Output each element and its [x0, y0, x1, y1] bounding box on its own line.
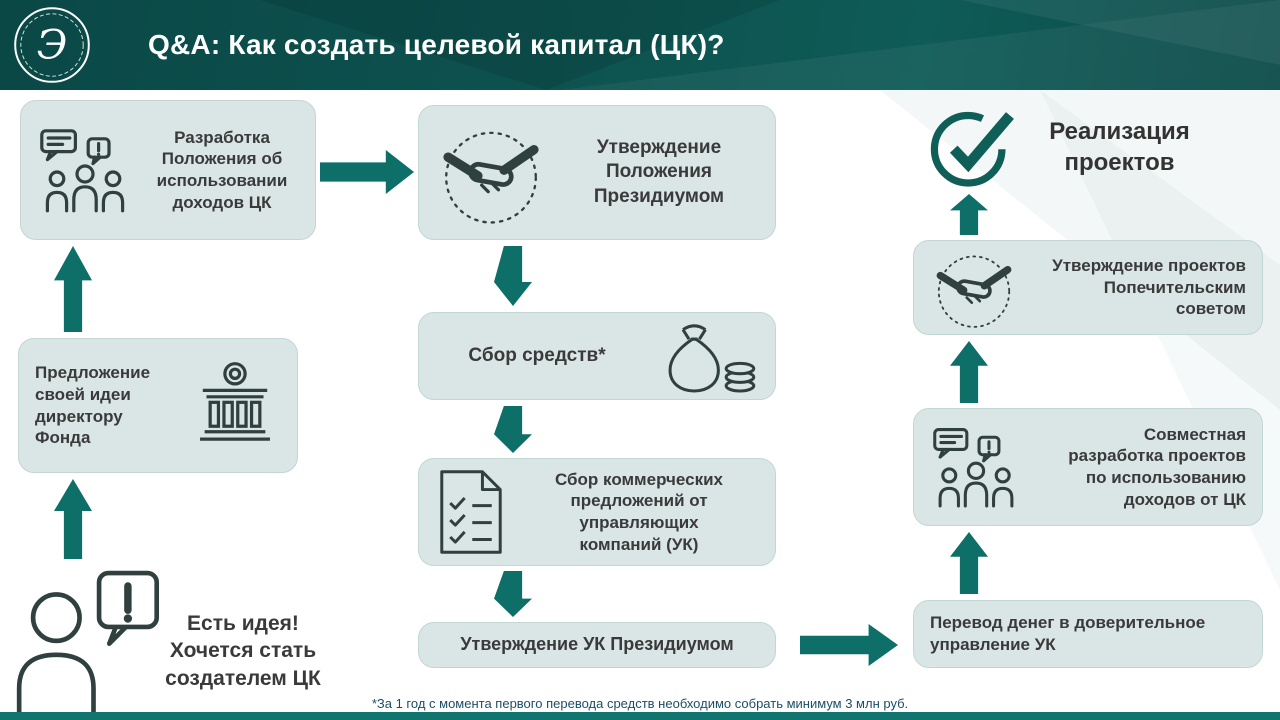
handshake-icon	[930, 243, 1018, 333]
arrow-proposal-to-develop	[54, 246, 92, 332]
step-collect-funds: Сбор средств*	[418, 312, 776, 400]
step-proposal-label: Предложение своей идеи директору Фонда	[35, 363, 151, 448]
step-approve-uk-label: Утверждение УК Президиумом	[460, 634, 734, 655]
handshake-icon	[435, 116, 547, 230]
bottom-accent-bar	[0, 712, 1280, 720]
checklist-icon	[435, 467, 507, 557]
step-joint-projects: Совместная разработка проектов по исполь…	[913, 408, 1263, 526]
arrow-approve-uk-to-transfer	[800, 624, 898, 666]
header-bar: Э Q&A: Как создать целевой капитал (ЦК)?	[0, 0, 1280, 90]
step-approve-projects: Утверждение проектов Попечительским сове…	[913, 240, 1263, 335]
step-joint-projects-label: Совместная разработка проектов по исполь…	[1068, 424, 1246, 509]
step-approve-projects-label: Утверждение проектов Попечительским сове…	[1052, 255, 1246, 319]
arrow-joint-to-approve-projects	[950, 341, 988, 403]
money-bag-icon	[651, 315, 759, 397]
footnote: *За 1 год с момента первого перевода сре…	[371, 696, 909, 711]
step-transfer-label: Перевод денег в доверительное управление…	[930, 613, 1206, 654]
step-commercial-offers: Сбор коммерческих предложений от управля…	[418, 458, 776, 566]
step-commercial-offers-label: Сбор коммерческих предложений от управля…	[554, 469, 724, 554]
arrow-develop-to-approve	[320, 150, 414, 194]
fund-logo: Э	[12, 5, 92, 85]
realization-label: Реализация проектов	[1049, 118, 1190, 177]
step-approve-position: Утверждение Положения Президиумом	[418, 105, 776, 240]
step-approve-uk: Утверждение УК Президиумом	[418, 622, 776, 668]
bank-icon	[189, 360, 281, 452]
page-title: Q&A: Как создать целевой капитал (ЦК)?	[148, 29, 725, 60]
start-idea-label: Есть идея! Хочется стать создателем ЦК	[165, 612, 321, 690]
step-collect-funds-label: Сбор средств*	[468, 344, 606, 366]
arrow-transfer-to-joint	[950, 532, 988, 594]
arrow-start-to-proposal	[54, 479, 92, 559]
check-circle-icon	[928, 103, 1018, 194]
team-discussion-icon	[930, 425, 1022, 509]
arrow-collect-to-offers	[494, 406, 532, 453]
arrow-approve-to-collect	[494, 246, 532, 306]
step-proposal: Предложение своей идеи директору Фонда	[18, 338, 298, 473]
person-idea-icon	[8, 565, 166, 718]
team-discussion-icon	[37, 126, 133, 214]
arrow-offers-to-approve-uk	[494, 571, 532, 617]
arrow-approve-projects-to-realization	[950, 194, 988, 235]
step-develop-regulation: Разработка Положения об использовании до…	[20, 100, 316, 240]
step-develop-regulation-label: Разработка Положения об использовании до…	[156, 127, 288, 212]
step-transfer: Перевод денег в доверительное управление…	[913, 600, 1263, 668]
step-approve-position-label: Утверждение Положения Президиумом	[593, 137, 725, 207]
logo-glyph: Э	[37, 23, 68, 69]
